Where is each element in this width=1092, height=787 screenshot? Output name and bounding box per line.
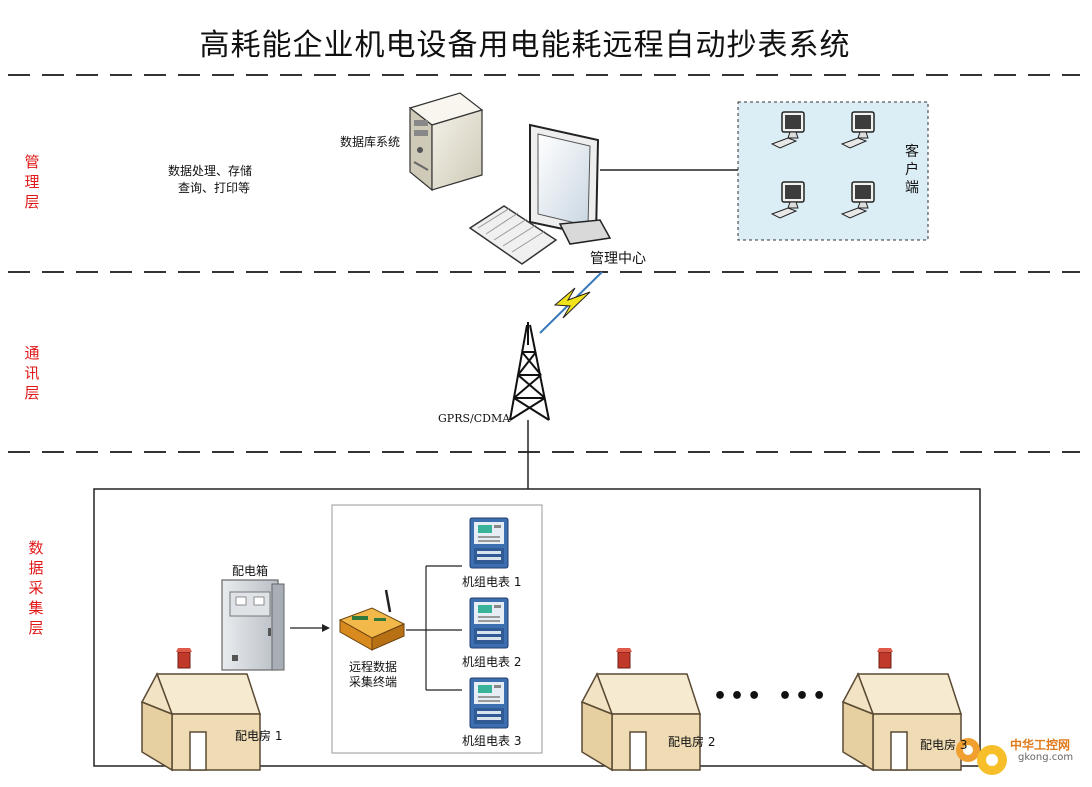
ellipsis-1: •••	[713, 684, 765, 709]
meter-label-2: 机组电表 2	[462, 655, 522, 669]
collection-frame	[93, 488, 981, 767]
meter-icon	[469, 597, 509, 649]
page-title: 高耗能企业机电设备用电能耗远程自动抄表系统	[199, 28, 851, 63]
database-desc-line2: 查询、打印等	[178, 181, 251, 195]
meter-bus-lines	[406, 565, 462, 691]
watermark-en: gkong.com	[1018, 752, 1074, 763]
terminal-label-line2: 采集终端	[348, 675, 397, 689]
layer-label-collection: 数据采集层	[28, 539, 44, 637]
terminal-label-line1: 远程数据	[348, 660, 397, 674]
meter-label-3: 机组电表 3	[462, 734, 522, 748]
meter-icon	[469, 517, 509, 569]
database-server-icon	[408, 92, 484, 192]
data-terminal-icon	[338, 589, 406, 651]
room-label-1: 配电房 1	[235, 729, 283, 743]
management-center-label: 管理中心	[590, 251, 646, 267]
meter-icon	[469, 677, 509, 729]
distribution-box-icon	[221, 579, 285, 671]
client-label: 客户端	[905, 144, 919, 196]
layer-label-management: 管理层	[24, 153, 40, 211]
network-label: GPRS/CDMA	[438, 412, 511, 425]
keyboard-icon	[468, 205, 558, 265]
arrow-head	[322, 624, 330, 632]
watermark-cn: 中华工控网	[1010, 738, 1071, 752]
meter-label-1: 机组电表 1	[462, 575, 522, 589]
wireless-signal-icon	[539, 271, 603, 334]
ellipsis-2: •••	[778, 684, 830, 709]
room-label-3: 配电房 3	[920, 738, 968, 752]
layer-label-communication: 通讯层	[24, 344, 40, 402]
database-desc-line1: 数据处理、存储	[168, 164, 253, 178]
house-icon	[581, 647, 701, 771]
client-panel	[737, 101, 929, 241]
database-label: 数据库系统	[340, 135, 401, 149]
gear-icon	[956, 738, 1007, 775]
management-monitor-icon	[529, 123, 612, 245]
signal-tower-icon	[509, 322, 550, 421]
room-label-2: 配电房 2	[668, 735, 716, 749]
distribution-box-label: 配电箱	[232, 564, 269, 578]
